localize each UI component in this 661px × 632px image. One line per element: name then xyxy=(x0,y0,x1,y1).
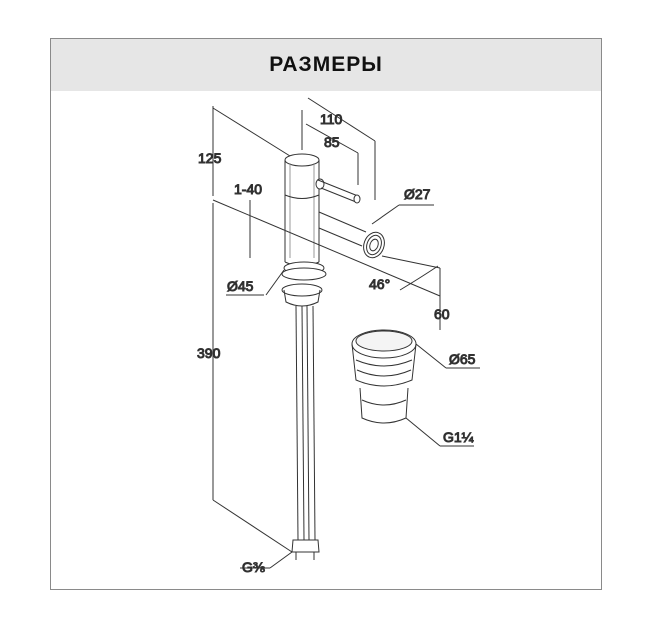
spout xyxy=(318,211,385,259)
dim-d27-label: Ø27 xyxy=(404,186,431,202)
dim-85-label: 85 xyxy=(324,134,340,150)
base-rings xyxy=(281,261,327,307)
panel-title: РАЗМЕРЫ xyxy=(269,53,383,76)
dim-d65-label: Ø65 xyxy=(449,351,476,367)
dim-46deg-label: 46° xyxy=(369,276,390,292)
panel-header: РАЗМЕРЫ xyxy=(51,39,601,91)
lever-handle xyxy=(315,178,361,204)
dim-60-label: 60 xyxy=(434,306,450,322)
dim-125-label: 125 xyxy=(198,150,222,166)
dim-g114-label: G1¼ xyxy=(443,429,474,445)
dim-110-label: 110 xyxy=(320,111,343,127)
dim-390-label: 390 xyxy=(197,345,221,361)
dim-1-40-label: 1-40 xyxy=(234,181,262,197)
supply-hoses xyxy=(291,305,320,560)
drain-plug xyxy=(351,329,417,424)
dim-g38-label: G⅜ xyxy=(242,559,265,575)
dim-d45-label: Ø45 xyxy=(227,278,254,294)
faucet-body xyxy=(284,153,320,267)
dimension-annotations: 110 85 125 1-40 Ø27 Ø45 46° 60 390 Ø65 G… xyxy=(197,97,480,576)
dimensions-panel: РАЗМЕРЫ xyxy=(50,38,602,590)
